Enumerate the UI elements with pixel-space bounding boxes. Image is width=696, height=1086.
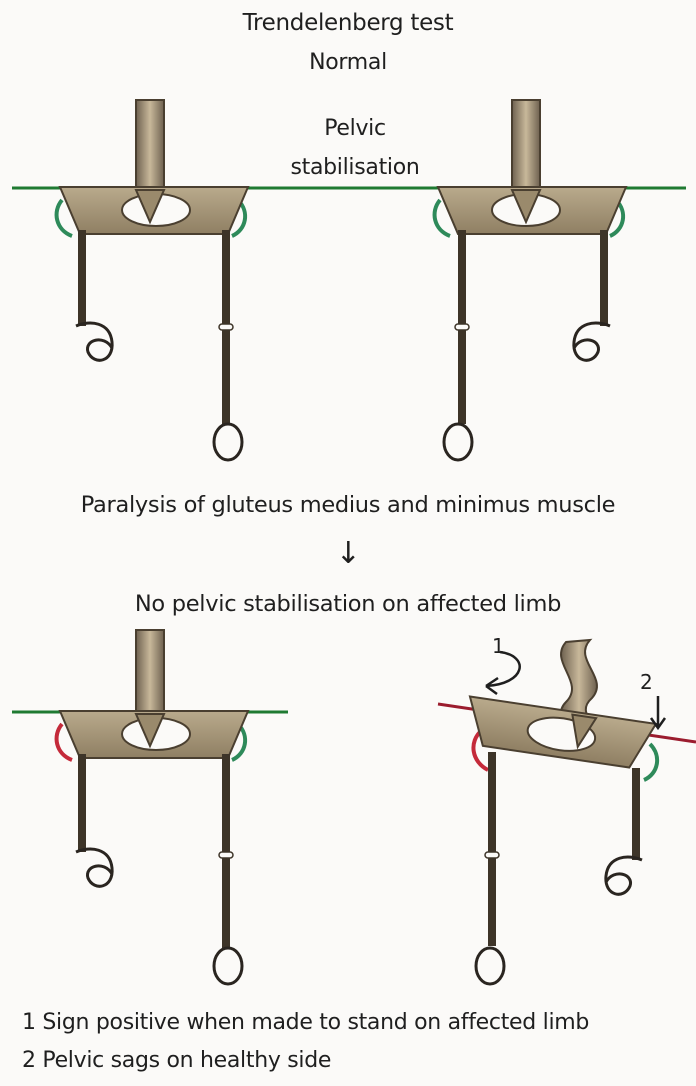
pelvis-figure-top-right — [435, 100, 626, 460]
knee-left — [455, 324, 469, 330]
muscle-right — [644, 744, 657, 780]
knee-right — [219, 852, 233, 858]
pelvic-label-line1: Pelvic — [280, 116, 430, 141]
foot-right — [606, 857, 642, 894]
result-text: No pelvic stabilisation on affected limb — [0, 591, 696, 617]
note-2: 2 Pelvic sags on healthy side — [22, 1048, 331, 1073]
foot-left — [76, 323, 112, 360]
marker-2: 2 — [640, 670, 652, 694]
pelvis-figure-bottom-right — [438, 640, 696, 984]
spine — [512, 100, 540, 195]
foot-left — [476, 948, 504, 984]
spine — [136, 100, 164, 195]
spine — [136, 630, 164, 718]
knee-left — [485, 852, 499, 858]
marker-1: 1 — [492, 634, 504, 658]
foot-right — [214, 948, 242, 984]
diagram-subtitle: Normal — [0, 50, 696, 75]
diagram-title: Trendelenberg test — [0, 10, 696, 36]
down-arrow-icon: ↓ — [0, 536, 696, 571]
foot-left — [76, 849, 112, 886]
knee-right — [219, 324, 233, 330]
pelvis-figure-top-left — [57, 100, 248, 460]
foot-right — [214, 424, 242, 460]
cause-text: Paralysis of gluteus medius and minimus … — [0, 492, 696, 518]
pelvic-label-line2: stabilisation — [275, 155, 435, 180]
pelvis-figure-bottom-left — [57, 630, 248, 984]
note-1: 1 Sign positive when made to stand on af… — [22, 1010, 589, 1035]
foot-left — [444, 424, 472, 460]
foot-right — [574, 323, 610, 360]
